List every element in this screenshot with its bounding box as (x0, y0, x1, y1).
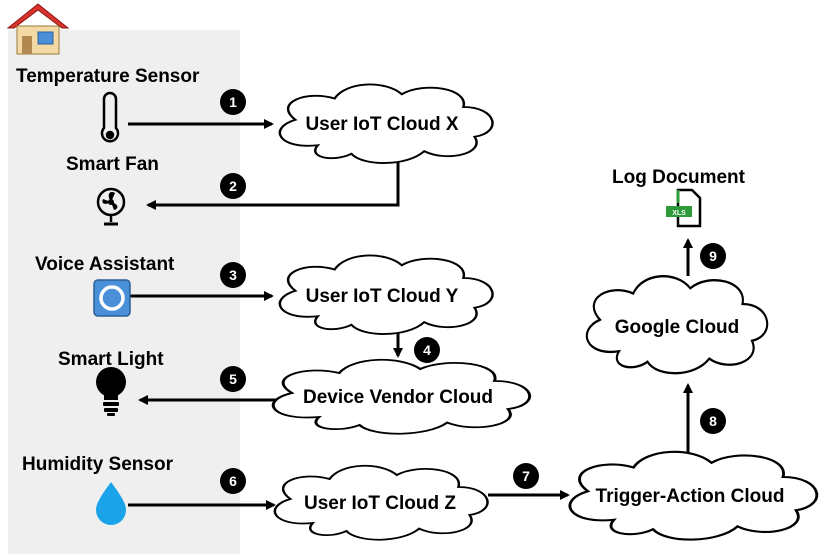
step-2-number: 2 (229, 178, 237, 194)
step-5-number: 5 (229, 371, 237, 387)
step-9-badge: 9 (700, 243, 726, 269)
cloud-z-label: User IoT Cloud Z (304, 493, 456, 514)
temperature-sensor-label: Temperature Sensor (16, 66, 200, 87)
cloud-google-label: Google Cloud (615, 317, 740, 338)
step-1-number: 1 (229, 94, 237, 110)
step-5-badge: 5 (220, 366, 246, 392)
smart-light-label: Smart Light (58, 349, 164, 370)
step-7-number: 7 (522, 468, 530, 484)
voice-assistant-label: Voice Assistant (35, 254, 175, 275)
step-7-badge: 7 (513, 463, 539, 489)
voice-assistant-icon (93, 279, 131, 317)
humidity-sensor-label: Humidity Sensor (22, 454, 174, 475)
smart-fan-label: Smart Fan (66, 154, 159, 175)
xls-badge: XLS (672, 210, 686, 217)
xls-document-icon: XLS (666, 188, 702, 228)
step-3-number: 3 (229, 267, 237, 283)
house-icon (6, 3, 70, 55)
step-badges: 1 2 3 4 5 6 7 8 9 (220, 89, 726, 494)
step-2-badge: 2 (220, 173, 246, 199)
step-3-badge: 3 (220, 262, 246, 288)
step-4-number: 4 (423, 342, 431, 358)
fan-icon (96, 187, 126, 226)
step-1-badge: 1 (220, 89, 246, 115)
flow-arrows (128, 119, 693, 510)
thermometer-icon (100, 91, 120, 143)
cloud-y-label: User IoT Cloud Y (306, 286, 459, 307)
step-8-number: 8 (709, 413, 717, 429)
step-6-number: 6 (229, 473, 237, 489)
step-8-badge: 8 (700, 408, 726, 434)
lightbulb-icon (96, 367, 126, 416)
cloud-trigger-action-label: Trigger-Action Cloud (596, 486, 785, 507)
step-4-badge: 4 (414, 337, 440, 363)
log-document-label: Log Document (612, 167, 746, 188)
cloud-x-label: User IoT Cloud X (305, 114, 458, 135)
cloud-vendor-label: Device Vendor Cloud (303, 387, 493, 408)
water-drop-icon (96, 482, 126, 525)
step-9-number: 9 (709, 248, 717, 264)
arrow-step-2 (146, 158, 400, 210)
step-6-badge: 6 (220, 468, 246, 494)
